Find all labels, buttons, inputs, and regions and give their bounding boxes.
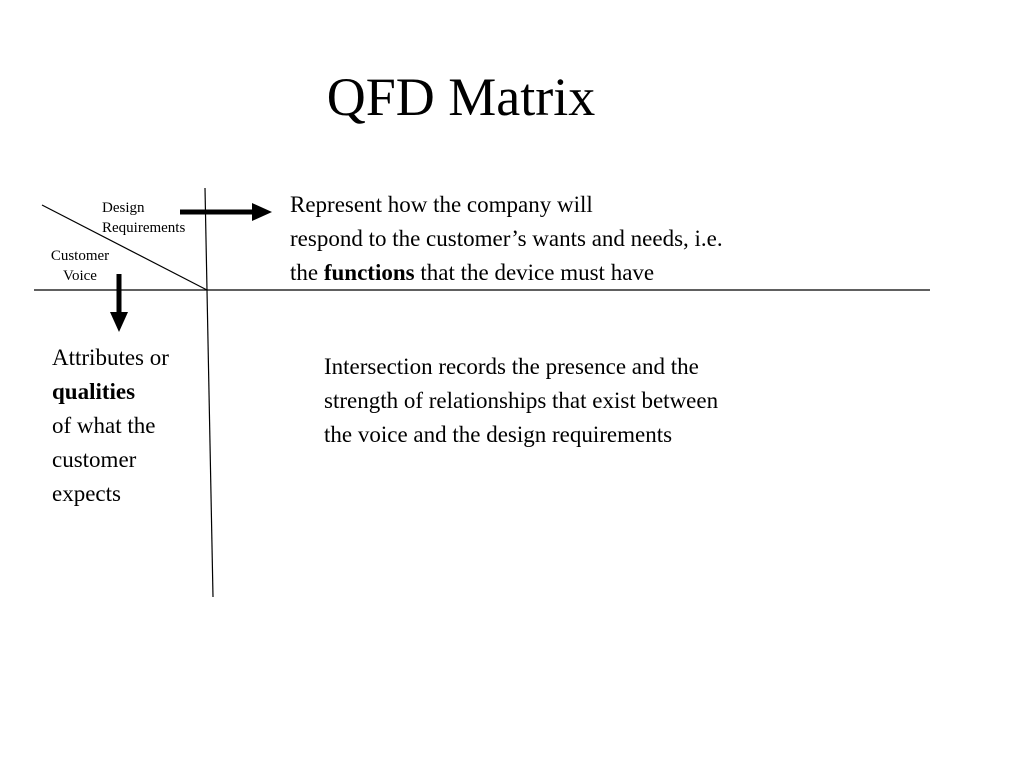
page-title: QFD Matrix [326,67,596,127]
design-desc-line-3: the functions that the device must have [290,256,723,290]
voice-desc-line-4: customer [52,447,137,472]
design-desc-line-3-post: that the device must have [414,260,655,285]
right-arrow-icon [180,203,272,221]
design-desc-line-1: Represent how the company will [290,192,593,217]
voice-desc-line-1: Attributes or [52,345,169,370]
intersection-desc-line-3: the voice and the design requirements [324,422,673,447]
customer-voice-description: Attributes or qualities of what the cust… [52,341,169,511]
functions-emphasis: functions [323,260,415,285]
requirements-label-line: Requirements [102,220,186,236]
voice-desc-line-3: of what the [52,413,156,438]
design-requirements-label: Design Requirements [102,198,185,238]
customer-label-line: Customer [50,248,110,264]
intersection-desc-line-1: Intersection records the presence and th… [324,354,699,379]
vertical-divider-line [204,187,214,598]
intersection-desc-line-2: strength of relationships that exist bet… [324,388,719,413]
intersection-description: Intersection records the presence and th… [324,350,718,452]
design-desc-line-2: respond to the customer’s wants and need… [290,226,723,251]
design-requirements-description: Represent how the company will respond t… [290,188,723,290]
qualities-emphasis: qualities [52,379,136,404]
customer-voice-label: Customer Voice [40,246,120,286]
corner-diagonal-line [41,204,208,291]
design-label-line: Design [102,200,145,216]
design-desc-line-3-pre: the [290,260,324,285]
voice-label-line: Voice [63,268,97,284]
down-arrow-icon [110,274,128,332]
voice-desc-line-5: expects [52,481,121,506]
